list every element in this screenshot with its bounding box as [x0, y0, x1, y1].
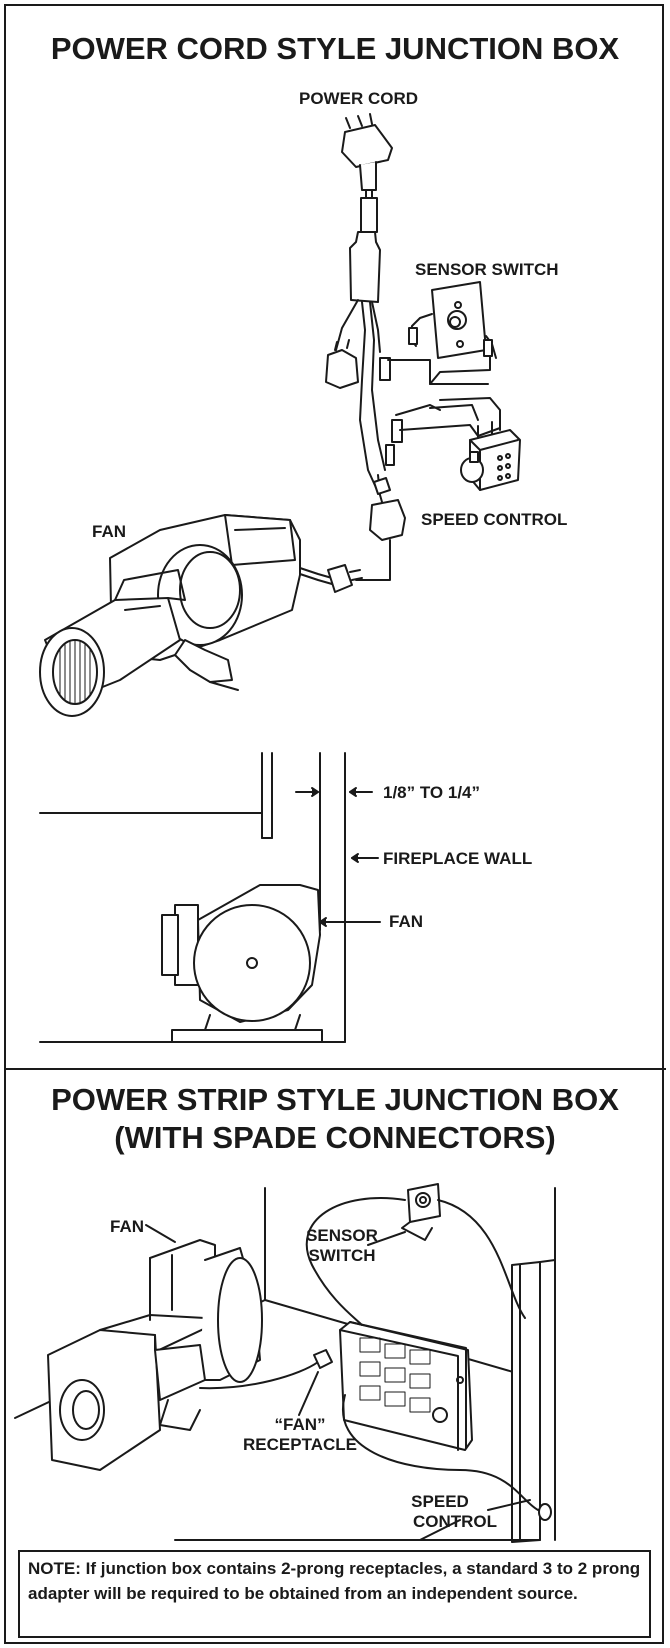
junction-box-illustration: [339, 1321, 473, 1451]
fan-illustration-bottom: [47, 1239, 333, 1471]
fan-label-clearance: FAN: [389, 912, 423, 931]
gap-label: 1/8” TO 1/4”: [383, 783, 481, 802]
speed-control-label-line2: CONTROL: [412, 1512, 498, 1531]
sensor-switch-label: SENSOR SWITCH: [415, 260, 559, 279]
fan-illustration-top: [39, 514, 363, 717]
note-text: NOTE: If junction box contains 2-prong r…: [28, 1559, 641, 1603]
outer-frame: [4, 4, 664, 1644]
bottom-title-line2: (WITH SPADE CONNECTORS): [114, 1120, 556, 1155]
fan-receptacle-label-line2: RECEPTACLE: [243, 1435, 357, 1454]
fan-label-bottom: FAN: [110, 1217, 144, 1236]
bottom-title-line1: POWER STRIP STYLE JUNCTION BOX: [51, 1082, 619, 1117]
speed-control-label-line1: SPEED: [411, 1492, 469, 1511]
note-box: NOTE: If junction box contains 2-prong r…: [18, 1550, 651, 1638]
sensor-switch-label-line1: SENSOR: [306, 1226, 378, 1245]
fireplace-wall-label: FIREPLACE WALL: [383, 849, 533, 868]
power-cord-illustration: [325, 113, 501, 581]
power-cord-label: POWER CORD: [299, 89, 418, 108]
top-title: POWER CORD STYLE JUNCTION BOX: [50, 31, 620, 66]
speed-control-illustration: [429, 397, 521, 491]
sensor-switch-bottom-illustration: [305, 1183, 552, 1521]
section-divider: [4, 1068, 666, 1070]
fan-label-top: FAN: [92, 522, 126, 541]
clearance-diagram: [39, 752, 381, 1043]
fan-receptacle-label-line1: “FAN”: [274, 1415, 326, 1434]
sensor-switch-illustration: [408, 281, 497, 385]
speed-control-label: SPEED CONTROL: [421, 510, 568, 529]
sensor-switch-label-line2: SWITCH: [308, 1246, 376, 1265]
